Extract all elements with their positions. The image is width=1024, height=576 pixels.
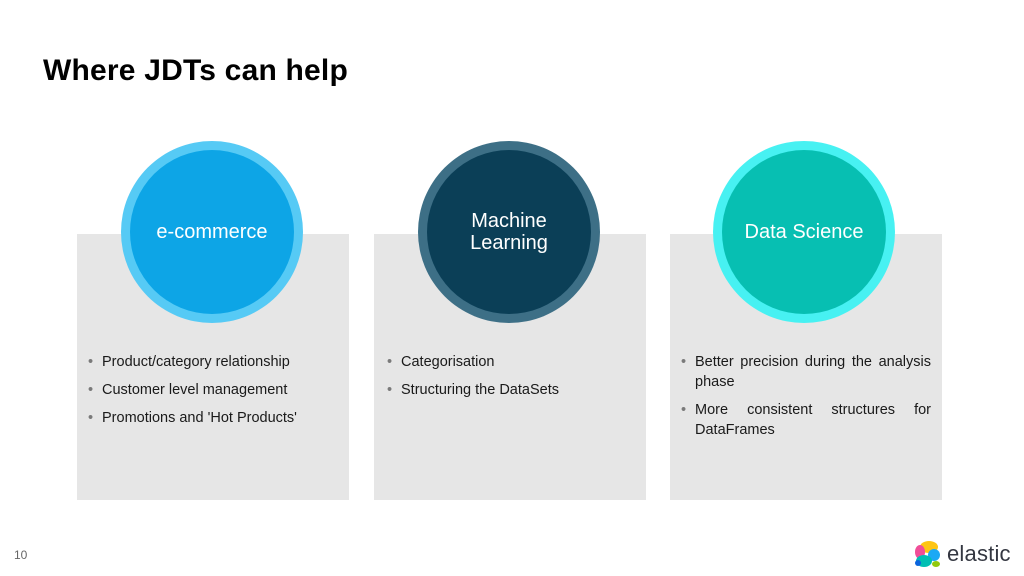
list-item: Product/category relationship [80, 352, 348, 372]
machine-learning-circle-inner: Machine Learning [427, 150, 591, 314]
elastic-logo-text: elastic [947, 541, 1011, 566]
ecommerce-circle-inner: e-commerce [130, 150, 294, 314]
list-item: Structuring the DataSets [379, 380, 643, 400]
list-item: Categorisation [379, 352, 643, 372]
ecommerce-circle: e-commerce [121, 141, 303, 323]
list-item: Customer level management [80, 380, 348, 400]
slide-title: Where JDTs can help [43, 54, 348, 87]
data-science-heading: Data Science [744, 221, 864, 243]
ecommerce-heading: e-commerce [156, 221, 268, 243]
elastic-logo: elastic [912, 537, 1011, 571]
data-science-circle-inner: Data Science [722, 150, 886, 314]
machine-learning-circle: Machine Learning [418, 141, 600, 323]
list-item: More consistent structures for DataFrame… [673, 400, 931, 440]
ecommerce-bullet-list: Product/category relationship Customer l… [80, 352, 348, 436]
data-science-circle: Data Science [713, 141, 895, 323]
elastic-logo-icon [915, 541, 940, 567]
list-item: Better precision during the analysis pha… [673, 352, 931, 392]
machine-learning-bullet-list: Categorisation Structuring the DataSets [379, 352, 643, 408]
list-item: Promotions and 'Hot Products' [80, 408, 348, 428]
machine-learning-heading-line2: Learning [470, 232, 548, 254]
data-science-bullet-list: Better precision during the analysis pha… [673, 352, 931, 448]
page-number: 10 [14, 548, 28, 562]
machine-learning-heading-line1: Machine [471, 210, 547, 232]
